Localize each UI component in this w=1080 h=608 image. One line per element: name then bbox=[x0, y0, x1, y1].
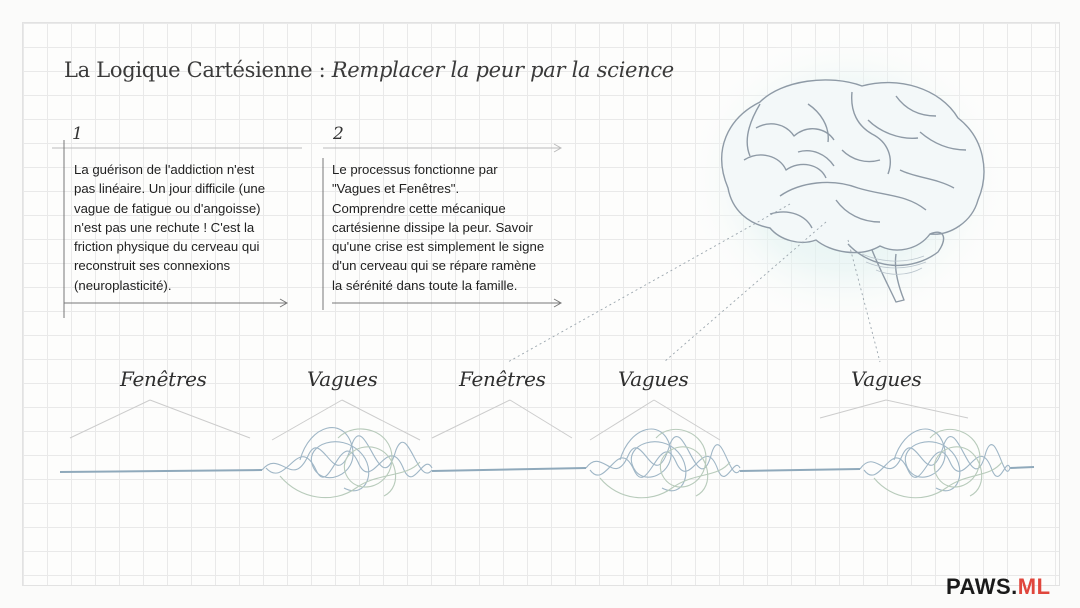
point-1-line: reconstruit ses connexions bbox=[74, 258, 231, 274]
point-1-number: 1 bbox=[72, 124, 83, 144]
point-1-line: La guérison de l'addiction n'est bbox=[74, 162, 255, 177]
point-1-line: pas linéaire. Un jour difficile (une bbox=[74, 181, 266, 197]
point-1-line: n'est pas une rechute ! C'est la bbox=[74, 219, 255, 235]
label-guides bbox=[69, 399, 969, 441]
wave-label-vagues: Vagues bbox=[618, 367, 689, 391]
wave-cluster-1 bbox=[261, 427, 433, 499]
point-2-number: 2 bbox=[333, 124, 344, 144]
point-2-text: Le processus fonctionne par "Vagues et F… bbox=[332, 160, 544, 295]
wave-label-vagues: Vagues bbox=[307, 367, 378, 391]
title-main: La Logique Cartésienne : bbox=[64, 58, 332, 82]
brand-logo: PAWS.ML bbox=[946, 574, 1051, 600]
point-2-line: d'un cerveau qui se répare ramène bbox=[332, 258, 537, 274]
wave-cluster-2 bbox=[585, 428, 741, 499]
point-1-line: friction physique du cerveau qui bbox=[74, 239, 260, 255]
card-2-frame bbox=[322, 143, 563, 310]
page-title: La Logique Cartésienne : Remplacer la pe… bbox=[64, 58, 674, 82]
brand-main: PAWS. bbox=[946, 574, 1018, 599]
point-2-line: cartésienne dissipe la peur. Savoir bbox=[332, 219, 533, 235]
brain-illustration bbox=[683, 30, 1013, 330]
point-1-text: La guérison de l'addiction n'est pas lin… bbox=[74, 160, 265, 295]
window-baseline bbox=[59, 466, 1035, 473]
card-1-frame bbox=[52, 140, 302, 318]
wave-label-fenetres: Fenêtres bbox=[120, 367, 207, 391]
point-2-line: qu'une crise est simplement le signe bbox=[332, 239, 545, 255]
wave-label-vagues: Vagues bbox=[851, 367, 922, 391]
point-2-line: "Vagues et Fenêtres". bbox=[332, 181, 460, 197]
point-1-line: (neuroplasticité). bbox=[74, 277, 172, 293]
brand-accent: ML bbox=[1017, 574, 1051, 599]
wave-cluster-3 bbox=[859, 428, 1011, 499]
wave-label-fenetres: Fenêtres bbox=[459, 367, 546, 391]
title-emphasis: Remplacer la peur par la science bbox=[331, 58, 674, 82]
point-1-line: vague de fatigue ou d'angoisse) bbox=[74, 200, 261, 216]
point-2-line: Le processus fonctionne par bbox=[332, 162, 498, 177]
point-2-line: Comprendre cette mécanique bbox=[332, 200, 506, 216]
brain-connectors bbox=[507, 203, 881, 363]
point-2-line: la sérénité dans toute la famille. bbox=[332, 277, 518, 293]
